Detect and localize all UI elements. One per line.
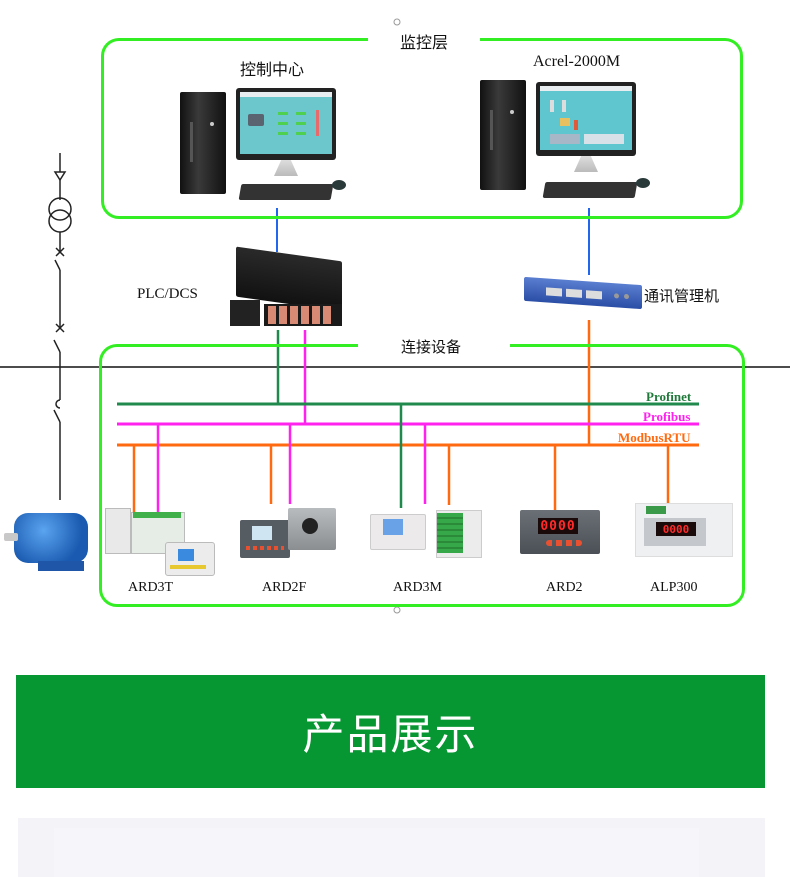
bus-label-profinet: Profinet: [646, 389, 692, 404]
device-label-ard2: ARD2: [546, 580, 583, 595]
ard3t-display-unit: [165, 542, 215, 576]
monitor-screen: [240, 92, 332, 154]
monitor-icon: [536, 82, 636, 156]
connection-layer-title: 连接设备: [401, 340, 462, 356]
plc-dcs-device[interactable]: [224, 246, 344, 330]
power-single-line-diagram: [48, 153, 72, 500]
device-label-ard2f: ARD2F: [262, 580, 307, 595]
incoming-arrow-icon: [53, 171, 67, 182]
ard2-led-display: 0000: [540, 518, 576, 534]
gateway-label: 通讯管理机: [644, 289, 720, 305]
motor-device: [4, 503, 92, 575]
network-switch-icon: [524, 276, 642, 310]
device-ard3m[interactable]: [370, 504, 490, 558]
workstation-label-acrel: Acrel-2000M: [533, 53, 621, 70]
monitoring-layer-title: 监控层: [400, 35, 449, 52]
banner-title: 产品展示: [302, 710, 479, 759]
communication-gateway-device[interactable]: [524, 275, 644, 310]
motor-icon: [14, 513, 88, 563]
product-showcase-banner: 产品展示: [16, 675, 765, 788]
plc-label: PLC/DCS: [137, 286, 198, 302]
fuse-icon: [55, 399, 61, 409]
monitor-icon: [236, 88, 336, 160]
bus-label-profibus: Profibus: [643, 409, 691, 424]
bus-label-modbusrtu: ModbusRTU: [618, 430, 691, 445]
device-label-ard3t: ARD3T: [128, 580, 174, 595]
mouse-icon: [332, 180, 346, 190]
keyboard-icon: [542, 182, 638, 198]
workstation-label-control-center: 控制中心: [240, 62, 305, 79]
device-label-ard3m: ARD3M: [393, 580, 443, 595]
device-ard2[interactable]: 0000: [520, 508, 602, 556]
mouse-icon: [636, 178, 650, 188]
device-ard3t[interactable]: [105, 508, 215, 584]
device-alp300[interactable]: 0000: [635, 503, 733, 557]
monitor-screen: [540, 86, 632, 150]
keyboard-icon: [238, 184, 334, 200]
pc-tower-icon: [180, 92, 226, 194]
device-ard2f[interactable]: [234, 508, 338, 566]
pc-tower-icon: [480, 80, 526, 190]
alp300-led-display: 0000: [662, 522, 690, 536]
transformer-icon: [48, 197, 72, 221]
product-image-panel: [18, 818, 765, 877]
anchor-handle: [393, 606, 401, 614]
anchor-handle: [393, 18, 401, 26]
device-label-alp300: ALP300: [650, 580, 698, 595]
